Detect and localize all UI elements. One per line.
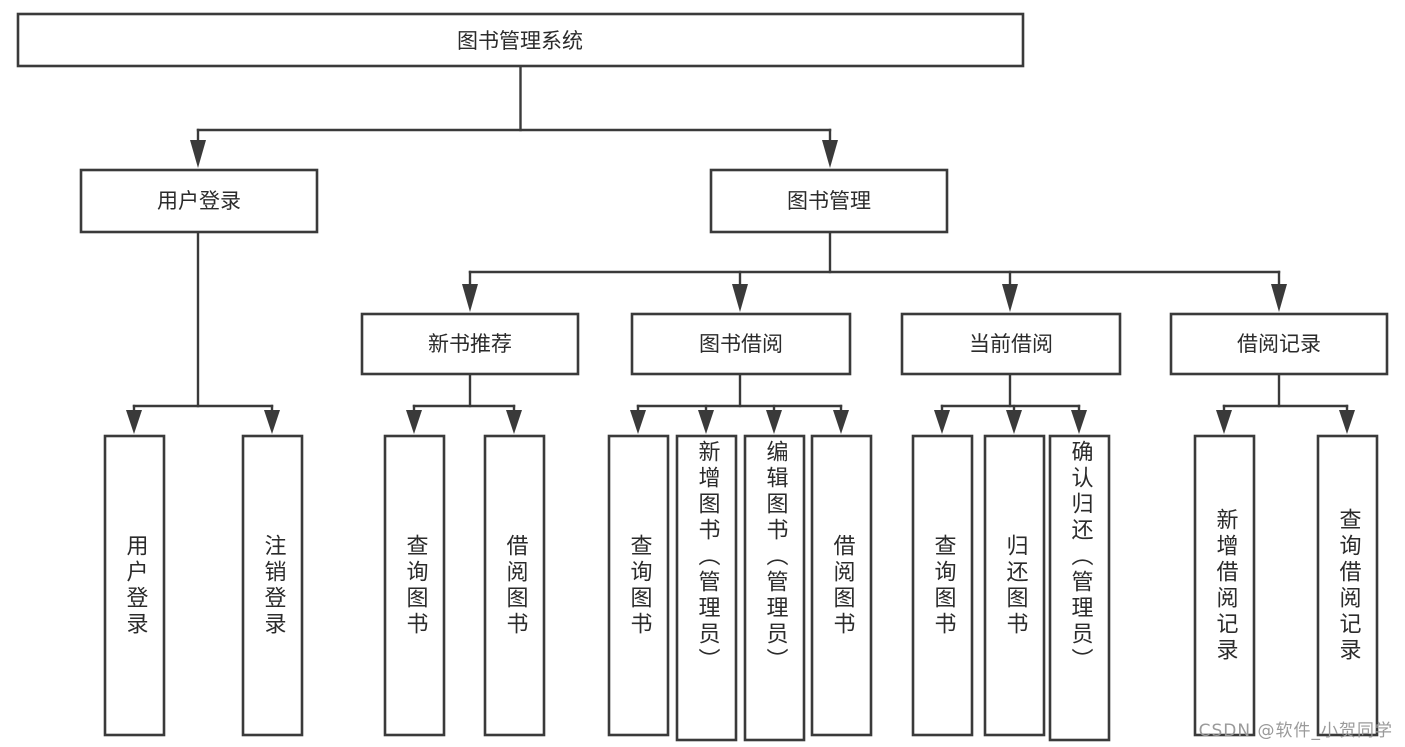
node-book-manage-label: 图书管理 xyxy=(787,189,871,213)
node-new-book-rec-label: 新书推荐 xyxy=(428,332,512,356)
node-leaf-query-book-2-box[interactable] xyxy=(607,434,670,737)
connector-group-book-manage xyxy=(462,230,1287,312)
arrow-head-leaf-query-book-1 xyxy=(406,410,422,434)
connector-group-user-login xyxy=(126,230,280,434)
node-book-borrow[interactable]: 图书借阅 xyxy=(630,312,852,376)
arrow-head-leaf-return-book xyxy=(1006,410,1022,434)
node-current-borrow[interactable]: 当前借阅 xyxy=(900,312,1122,376)
arrow-head-borrow-record xyxy=(1271,284,1287,312)
arrow-head-leaf-query-book-3 xyxy=(934,410,950,434)
node-borrow-record[interactable]: 借阅记录 xyxy=(1169,312,1389,376)
connector-group-new-book-rec xyxy=(406,372,522,434)
arrow-head-new-book-rec xyxy=(462,284,478,312)
arrow-head-leaf-user-login xyxy=(126,410,142,434)
node-borrow-record-label: 借阅记录 xyxy=(1237,332,1321,356)
arrow-head-leaf-query-record xyxy=(1339,410,1355,434)
node-leaf-return-book-box[interactable] xyxy=(983,434,1046,737)
arrow-head-leaf-add-book xyxy=(698,410,714,434)
arrow-head-leaf-query-book-2 xyxy=(630,410,646,434)
node-borrow-record-box xyxy=(1169,312,1389,376)
arrow-head-leaf-edit-book xyxy=(766,410,782,434)
node-leaf-query-book-1-box[interactable] xyxy=(383,434,446,737)
node-root-label: 图书管理系统 xyxy=(457,29,583,53)
node-new-book-rec[interactable]: 新书推荐 xyxy=(360,312,580,376)
node-user-login-box xyxy=(79,168,319,234)
node-leaf-add-book-box[interactable] xyxy=(675,434,738,742)
node-current-borrow-label: 当前借阅 xyxy=(969,332,1053,356)
arrow-head-leaf-borrow-book-2 xyxy=(833,410,849,434)
node-book-manage-box xyxy=(709,168,949,234)
node-leaf-logout-login-box[interactable] xyxy=(241,434,304,737)
node-user-login[interactable]: 用户登录 xyxy=(79,168,319,234)
connector-group-borrow-record xyxy=(1216,372,1355,434)
node-leaf-query-book-3-box[interactable] xyxy=(911,434,974,737)
node-leaf-borrow-book-1-box[interactable] xyxy=(483,434,546,737)
node-leaf-user-login-box[interactable] xyxy=(103,434,166,737)
node-user-login-label: 用户登录 xyxy=(157,189,241,213)
node-book-borrow-label: 图书借阅 xyxy=(699,332,783,356)
watermark-text: CSDN @软件_小贺同学 xyxy=(1198,721,1393,741)
node-book-manage[interactable]: 图书管理 xyxy=(709,168,949,234)
leaf-boxes xyxy=(103,434,1379,742)
node-leaf-borrow-book-2-box[interactable] xyxy=(810,434,873,737)
node-leaf-query-record-box[interactable] xyxy=(1316,434,1379,737)
connector-group-current-borrow xyxy=(934,372,1087,434)
arrow-head-leaf-logout-login xyxy=(264,410,280,434)
arrow-head-book-borrow xyxy=(732,284,748,312)
node-root-box xyxy=(16,12,1025,68)
arrow-head-current-borrow xyxy=(1002,284,1018,312)
arrow-head-leaf-confirm-return xyxy=(1071,410,1087,434)
node-book-borrow-box xyxy=(630,312,852,376)
arrow-head-user-login xyxy=(190,140,206,168)
arrow-head-leaf-borrow-book-1 xyxy=(506,410,522,434)
node-root-system[interactable]: 图书管理系统 xyxy=(16,12,1025,68)
arrow-head-book-manage xyxy=(822,140,838,168)
node-leaf-edit-book-box[interactable] xyxy=(743,434,806,742)
node-current-borrow-box xyxy=(900,312,1122,376)
connector-group-root xyxy=(190,64,838,168)
arrow-head-leaf-add-record xyxy=(1216,410,1232,434)
node-leaf-confirm-return-box[interactable] xyxy=(1048,434,1111,742)
connector-group-book-borrow xyxy=(630,372,849,434)
node-new-book-rec-box xyxy=(360,312,580,376)
node-leaf-add-record-box[interactable] xyxy=(1193,434,1256,737)
